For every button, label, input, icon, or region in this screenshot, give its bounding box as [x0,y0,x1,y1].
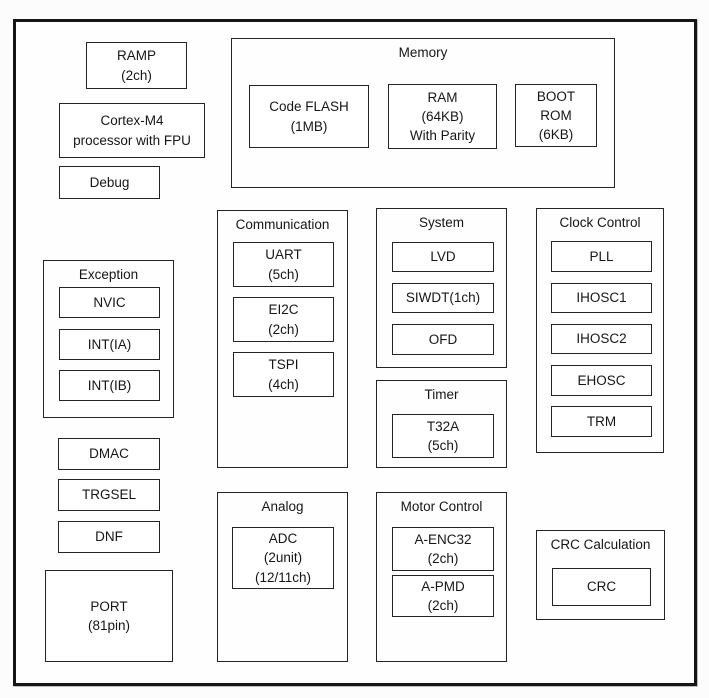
block-uart-label: UART (5ch) [265,247,302,282]
block-tspi: TSPI (4ch) [233,352,334,397]
block-ihosc1: IHOSC1 [551,283,652,313]
block-trgsel-label: TRGSEL [81,487,136,503]
block-int-ib-label: INT(IB) [87,377,132,393]
block-debug-label: Debug [89,174,130,190]
block-pll: PLL [551,241,652,272]
block-debug: Debug [59,166,160,199]
block-boot-rom-label: BOOT ROM (6KB) [536,88,576,143]
block-dnf-label: DNF [95,529,123,545]
block-code-flash-label: Code FLASH (1MB) [269,99,349,134]
block-code-flash: Code FLASH (1MB) [249,85,369,148]
block-crc-label: CRC [586,579,617,595]
group-crc-calculation: CRC Calculation CRC [536,530,665,620]
block-ehosc: EHOSC [551,365,652,396]
block-ei2c-label: EI2C (2ch) [268,302,299,337]
block-port: PORT (81pin) [45,570,173,662]
block-ram: RAM (64KB) With Parity [388,84,497,149]
block-a-pmd: A-PMD (2ch) [392,575,494,617]
block-ei2c: EI2C (2ch) [233,297,334,342]
group-exception: Exception NVIC INT(IA) INT(IB) [43,260,174,418]
block-trgsel: TRGSEL [58,479,160,511]
group-system: System LVD SIWDT(1ch) OFD [376,208,507,368]
block-int-ia: INT(IA) [59,329,160,360]
block-dmac-label: DMAC [89,446,129,462]
block-ihosc2-label: IHOSC2 [576,331,627,347]
block-cortex-m4: Cortex-M4 processor with FPU [59,103,205,158]
group-memory: Memory Code FLASH (1MB) RAM (64KB) With … [231,38,615,188]
block-int-ia-label: INT(IA) [87,336,132,352]
block-ram-label: RAM (64KB) With Parity [409,89,476,144]
group-analog: Analog ADC (2unit) (12/11ch) [217,492,348,662]
block-dmac: DMAC [58,438,160,470]
block-ofd-label: OFD [428,331,458,347]
block-adc: ADC (2unit) (12/11ch) [232,527,334,589]
block-crc: CRC [552,568,651,606]
group-exception-title: Exception [78,267,139,282]
group-timer-title: Timer [424,387,459,402]
block-int-ib: INT(IB) [59,370,160,401]
group-motor-control-title: Motor Control [400,499,483,514]
block-cortex-m4-label: Cortex-M4 processor with FPU [73,113,191,148]
block-lvd: LVD [392,242,494,272]
block-pll-label: PLL [589,248,614,264]
group-communication: Communication UART (5ch) EI2C (2ch) TSPI… [217,210,348,468]
block-ihosc1-label: IHOSC1 [576,290,627,306]
block-t32a: T32A (5ch) [392,414,494,458]
block-dnf: DNF [58,521,160,553]
outer-frame: RAMP (2ch) Cortex-M4 processor with FPU … [13,19,697,686]
block-lvd-label: LVD [430,249,456,265]
block-tspi-label: TSPI (4ch) [268,357,299,392]
block-a-enc32-label: A-ENC32 (2ch) [414,531,472,566]
block-ramp: RAMP (2ch) [86,42,187,89]
block-a-enc32: A-ENC32 (2ch) [392,527,494,571]
block-nvic: NVIC [59,287,160,318]
block-siwdt: SIWDT(1ch) [392,283,494,313]
block-ramp-label: RAMP (2ch) [116,48,156,83]
group-memory-title: Memory [398,45,448,60]
group-analog-title: Analog [261,499,304,514]
block-a-pmd-label: A-PMD (2ch) [421,578,465,613]
group-system-title: System [418,215,464,230]
block-uart: UART (5ch) [233,242,334,287]
group-clock-control-title: Clock Control [559,215,641,230]
group-communication-title: Communication [235,217,330,232]
group-crc-calculation-title: CRC Calculation [550,537,651,552]
block-ofd: OFD [392,324,494,355]
block-trm: TRM [551,406,652,437]
block-ehosc-label: EHOSC [577,372,626,388]
group-clock-control: Clock Control PLL IHOSC1 IHOSC2 EHOSC TR… [536,208,664,453]
block-ihosc2: IHOSC2 [551,324,652,354]
block-port-label: PORT (81pin) [87,598,131,633]
block-t32a-label: T32A (5ch) [426,418,460,453]
block-trm-label: TRM [586,413,617,429]
block-adc-label: ADC (2unit) (12/11ch) [254,531,312,585]
block-siwdt-label: SIWDT(1ch) [405,290,481,306]
block-nvic-label: NVIC [93,294,126,310]
group-timer: Timer T32A (5ch) [376,380,507,468]
block-boot-rom: BOOT ROM (6KB) [515,84,597,147]
group-motor-control: Motor Control A-ENC32 (2ch) A-PMD (2ch) [376,492,507,662]
